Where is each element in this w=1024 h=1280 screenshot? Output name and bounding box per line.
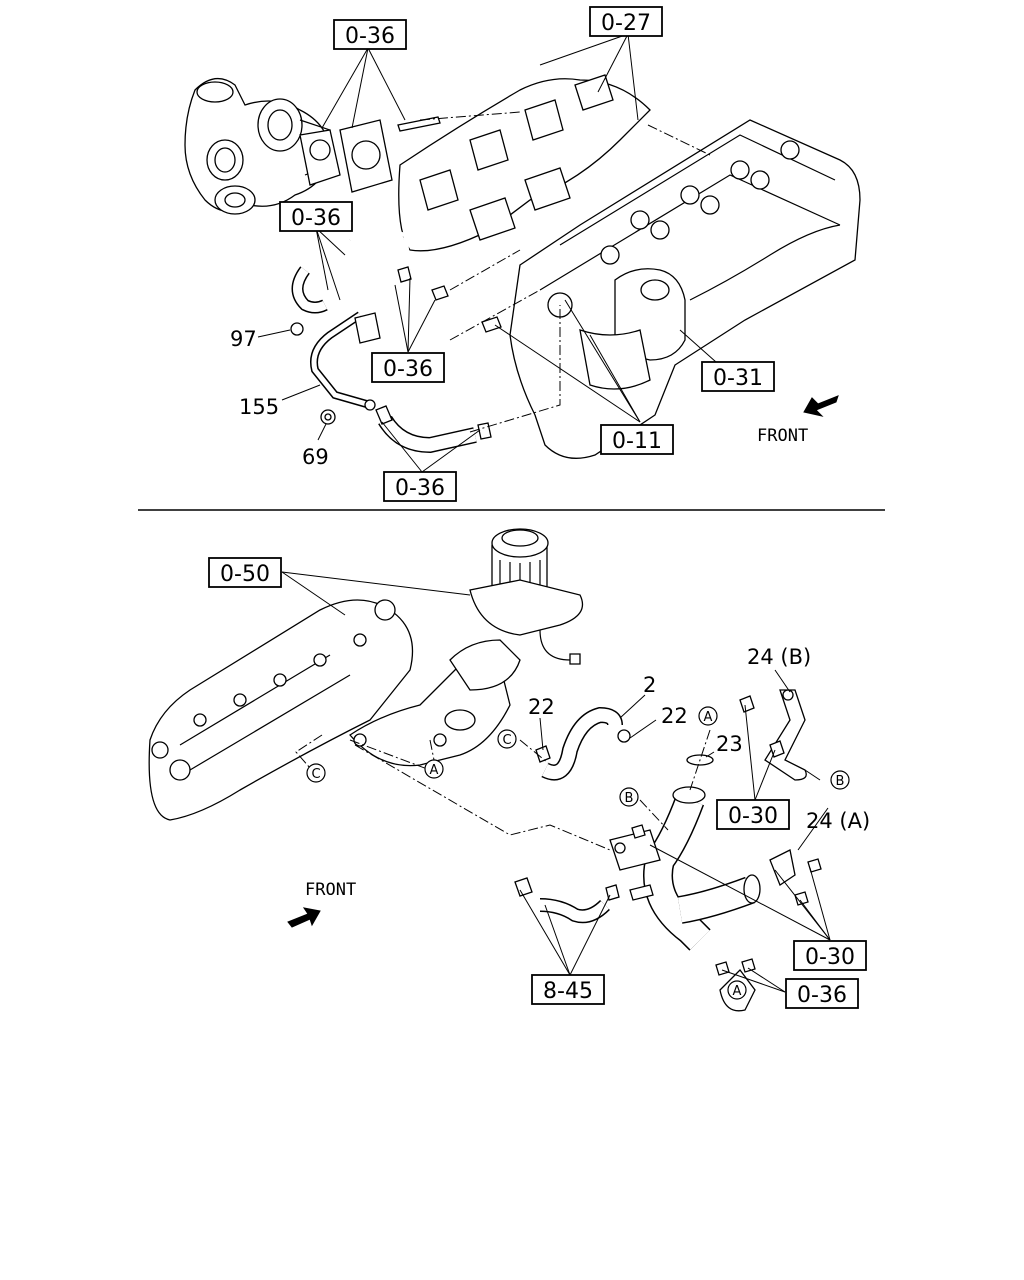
- bottom-leaders: [281, 571, 831, 993]
- oil-cooler-housing: [148, 599, 414, 821]
- part-number-22-right: 22: [661, 704, 688, 728]
- svg-text:0-11: 0-11: [612, 429, 662, 454]
- svg-text:0-36: 0-36: [797, 983, 847, 1008]
- callout-8-45[interactable]: 8-45: [531, 974, 605, 1005]
- callout-0-36-top-b[interactable]: 0-36: [279, 201, 353, 232]
- callout-0-36-bottom[interactable]: 0-36: [785, 978, 859, 1009]
- bracket-24a: [631, 824, 822, 906]
- svg-text:C: C: [502, 733, 511, 748]
- front-label-bottom: FRONT: [305, 880, 356, 900]
- svg-text:0-50: 0-50: [220, 562, 270, 587]
- callout-0-27[interactable]: 0-27: [589, 6, 663, 37]
- svg-text:0-30: 0-30: [728, 804, 778, 829]
- svg-text:A: A: [704, 710, 713, 725]
- part-number-22-left: 22: [528, 695, 555, 719]
- svg-text:0-36: 0-36: [395, 476, 445, 501]
- front-arrow-bottom: [287, 907, 321, 928]
- part-number-155: 155: [239, 395, 279, 419]
- svg-text:8-45: 8-45: [543, 979, 593, 1004]
- svg-text:0-36: 0-36: [345, 24, 395, 49]
- hose-2: [535, 706, 631, 781]
- svg-text:0-27: 0-27: [601, 11, 651, 36]
- part-number-2: 2: [643, 673, 656, 697]
- callout-0-36-top-c[interactable]: 0-36: [371, 352, 445, 383]
- part-number-97: 97: [230, 327, 257, 351]
- cylinder-head: [509, 119, 861, 459]
- part-number-24a: 24 (A): [806, 809, 870, 833]
- callout-0-30-b[interactable]: 0-30: [793, 940, 867, 971]
- callout-0-31[interactable]: 0-31: [701, 361, 775, 392]
- callout-0-11[interactable]: 0-11: [600, 424, 674, 455]
- marker-a-filter: A: [424, 759, 444, 779]
- svg-text:0-31: 0-31: [713, 366, 763, 391]
- marker-c-housing: C: [306, 763, 326, 783]
- part-number-23: 23: [716, 732, 743, 756]
- marker-b-pipe: B: [619, 787, 639, 807]
- callout-0-30-a[interactable]: 0-30: [716, 799, 790, 830]
- part-number-24b: 24 (B): [747, 645, 811, 669]
- turbocharger: [184, 78, 341, 215]
- callout-0-50[interactable]: 0-50: [208, 557, 282, 588]
- top-assembly: [184, 33, 861, 473]
- turbo-gasket: [339, 119, 393, 193]
- lower-hose: [375, 405, 492, 454]
- marker-a-bottom: A: [727, 980, 747, 1000]
- front-arrow-top: [803, 395, 839, 417]
- svg-text:0-36: 0-36: [383, 357, 433, 382]
- callout-0-36-top-d[interactable]: 0-36: [383, 471, 457, 502]
- marker-a-oring: A: [698, 706, 718, 726]
- svg-text:B: B: [625, 791, 634, 806]
- marker-c-hose: C: [497, 729, 517, 749]
- oil-filter: [469, 528, 584, 665]
- svg-text:C: C: [311, 767, 320, 782]
- bottom-assembly: [148, 528, 831, 1012]
- svg-text:A: A: [733, 984, 742, 999]
- bracket-24b: [739, 689, 807, 781]
- filter-bracket: [349, 639, 521, 767]
- svg-text:A: A: [430, 763, 439, 778]
- front-label-top: FRONT: [757, 426, 808, 446]
- svg-text:B: B: [836, 774, 845, 789]
- svg-text:0-30: 0-30: [805, 945, 855, 970]
- hose-8-45: [514, 877, 654, 924]
- water-pipe-lower: [609, 786, 761, 951]
- exhaust-manifold: [398, 74, 651, 252]
- callout-0-36-top-a[interactable]: 0-36: [333, 19, 407, 50]
- svg-text:0-36: 0-36: [291, 206, 341, 231]
- marker-b-bracket: B: [830, 770, 850, 790]
- part-number-69: 69: [302, 445, 329, 469]
- water-pipe-155: [290, 226, 502, 425]
- top-leaders: [257, 33, 717, 473]
